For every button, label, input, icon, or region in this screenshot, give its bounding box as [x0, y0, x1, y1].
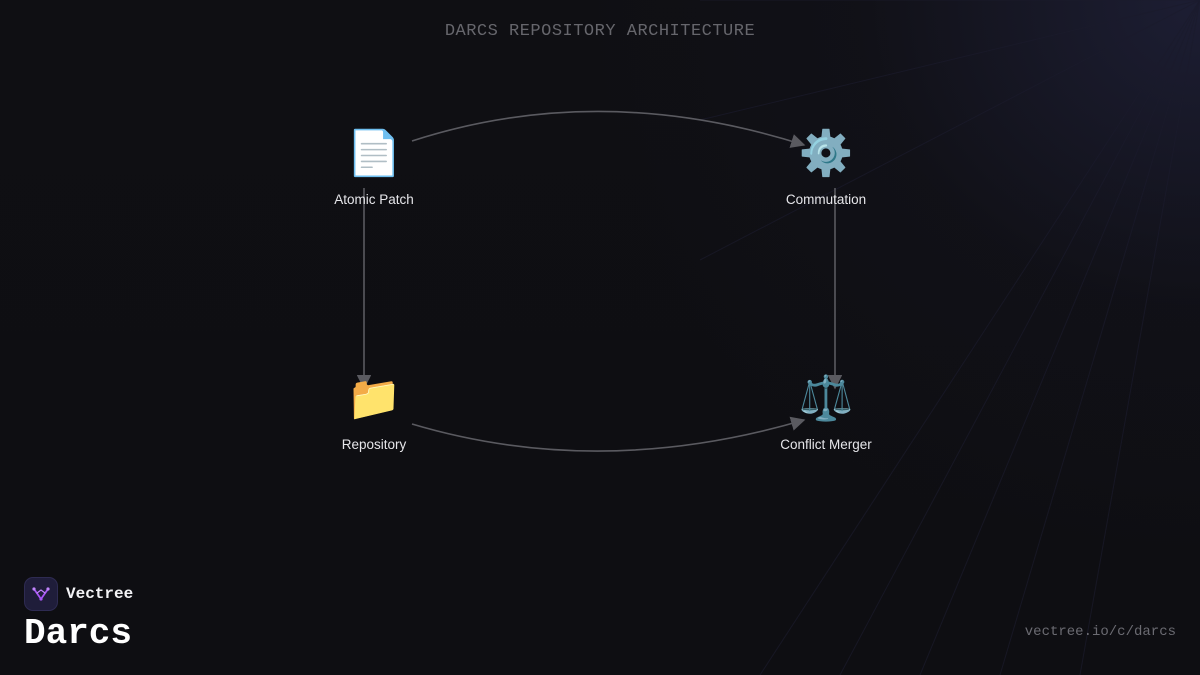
edge-atomic-patch-to-commutation	[411, 110, 806, 148]
brand-name: Vectree	[66, 585, 134, 603]
vectree-logo-icon	[24, 577, 58, 611]
node-label: Atomic Patch	[334, 192, 414, 207]
node-label: Commutation	[785, 192, 867, 207]
folder-icon: 📁	[346, 373, 402, 424]
brand-row: Vectree	[24, 577, 133, 611]
node-atomic-patch: 📄 Atomic Patch	[304, 128, 444, 207]
page-icon: 📄	[346, 128, 402, 179]
brand-block: Vectree Darcs	[24, 577, 133, 655]
source-url[interactable]: vectree.io/c/darcs	[1024, 624, 1176, 640]
scales-icon: ⚖️	[798, 373, 854, 424]
gear-icon: ⚙️	[798, 128, 854, 179]
node-label: Conflict Merger	[780, 437, 872, 452]
node-conflict-merger: ⚖️ Conflict Merger	[756, 373, 896, 452]
node-repository: 📁 Repository	[304, 373, 444, 452]
product-title: Darcs	[24, 613, 133, 654]
node-commutation: ⚙️ Commutation	[756, 128, 896, 207]
node-label: Repository	[341, 437, 407, 452]
edge-repository-to-conflict-merger	[411, 416, 806, 452]
diagram-title: DARCS REPOSITORY ARCHITECTURE	[444, 22, 756, 41]
